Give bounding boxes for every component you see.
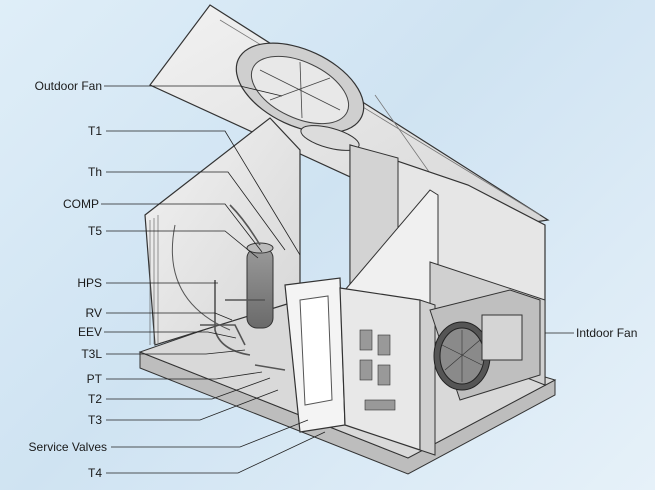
label-pt: PT <box>86 372 102 386</box>
open-top-lid <box>149 4 550 233</box>
label-t5: T5 <box>87 224 102 238</box>
leader-t1 <box>106 130 301 256</box>
compressor <box>246 242 274 329</box>
control-box <box>284 277 436 456</box>
leader-rv <box>106 312 233 321</box>
leader-t3 <box>106 389 279 421</box>
leader-comp <box>101 203 263 253</box>
label-rv: RV <box>85 306 102 320</box>
leader-service-valves <box>111 419 309 448</box>
label-t2: T2 <box>87 392 102 406</box>
leader-lines <box>101 85 574 474</box>
refrigerant-piping <box>200 204 286 371</box>
leader-pt <box>106 371 263 380</box>
indoor-fan <box>429 289 541 401</box>
leader-th <box>106 171 286 251</box>
label-t1: T1 <box>87 124 102 138</box>
label-hps: HPS <box>77 276 102 290</box>
label-indoor-fan: Intdoor Fan <box>576 326 638 340</box>
leader-t2 <box>106 377 271 400</box>
label-service-valves: Service Valves <box>28 440 107 454</box>
label-comp: COMP <box>63 197 99 211</box>
leader-eev <box>104 331 237 339</box>
leader-t5 <box>106 230 259 259</box>
leader-outdoor-fan <box>104 85 283 97</box>
label-eev: EEV <box>77 325 102 339</box>
leader-t3l <box>106 349 246 355</box>
leader-t4 <box>106 431 326 474</box>
label-outdoor-fan: Outdoor Fan <box>34 79 102 93</box>
label-t3l: T3L <box>81 347 102 361</box>
label-th: Th <box>87 165 102 179</box>
label-t3: T3 <box>87 413 102 427</box>
label-t4: T4 <box>87 466 102 480</box>
